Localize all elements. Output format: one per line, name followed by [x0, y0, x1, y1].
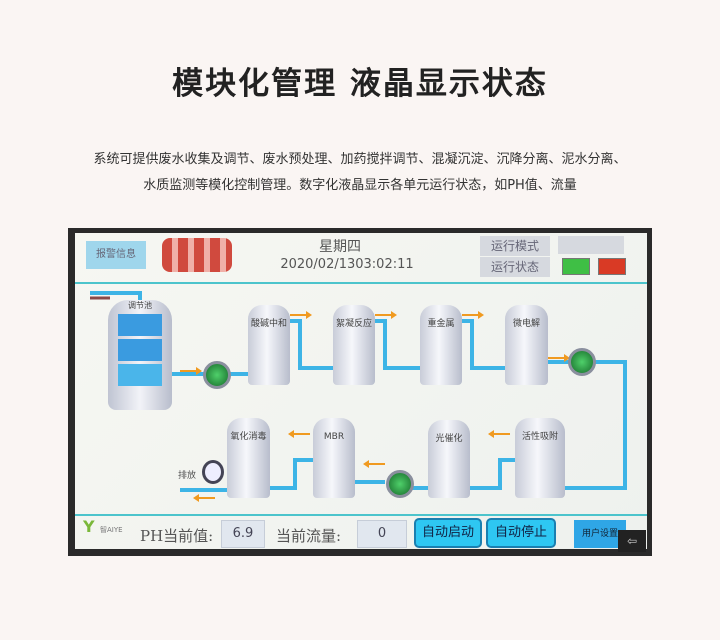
weekday: 星期四	[319, 239, 361, 255]
user-settings-button[interactable]: 用户设置	[574, 520, 626, 548]
pump-icon[interactable]	[568, 348, 596, 376]
pump-icon[interactable]	[203, 361, 231, 389]
flow-label: 当前流量:	[276, 527, 342, 545]
page-title: 模块化管理 液晶显示状态	[172, 66, 548, 102]
tank-adsorption: 活性吸附	[515, 418, 565, 498]
back-arrow-icon[interactable]: ⇦	[618, 530, 646, 552]
alarm-light-icon	[162, 238, 232, 272]
alarm-info-button[interactable]: 报警信息	[86, 241, 146, 269]
flow-value-field: 0	[357, 520, 407, 548]
auto-stop-button[interactable]: 自动停止	[486, 518, 556, 548]
ph-label: PH当前值:	[140, 527, 214, 545]
run-mode-label: 运行模式	[480, 236, 550, 256]
logo-icon: Y	[83, 517, 95, 536]
header-divider	[75, 282, 647, 284]
status-red-light	[598, 258, 626, 275]
tank-photocatalysis: 光催化	[428, 420, 470, 498]
tank-flocculation: 絮凝反应	[333, 305, 375, 385]
run-status-label: 运行状态	[480, 257, 550, 277]
tank-label: 调节池	[128, 301, 152, 310]
description-line-1: 系统可提供废水收集及调节、废水预处理、加药搅拌调节、混凝沉淀、沉降分离、泥水分离…	[93, 152, 627, 167]
tank-micro-electrolysis: 微电解	[505, 305, 548, 385]
datetime: 2020/02/1303:02:11	[280, 257, 414, 272]
pump-icon[interactable]	[386, 470, 414, 498]
tank-oxidation: 氧化消毒	[227, 418, 270, 498]
ph-value-field: 6.9	[221, 520, 265, 548]
logo-text: 智AIYE	[100, 526, 123, 534]
footer-divider	[75, 514, 647, 516]
tank-neutralization: 酸碱中和	[248, 305, 290, 385]
auto-start-button[interactable]: 自动启动	[414, 518, 482, 548]
run-mode-indicator	[558, 236, 624, 254]
tank-equalization: 调节池	[108, 300, 172, 410]
flow-meter-icon	[202, 460, 224, 484]
description-line-2: 水质监测等模化控制管理。数字化液晶显示各单元运行状态，如PH值、流量	[143, 178, 577, 193]
tank-heavy-metal: 重金属	[420, 305, 462, 385]
status-green-light	[562, 258, 590, 275]
tank-mbr: MBR	[313, 418, 355, 498]
discharge-label: 排放	[178, 471, 197, 481]
